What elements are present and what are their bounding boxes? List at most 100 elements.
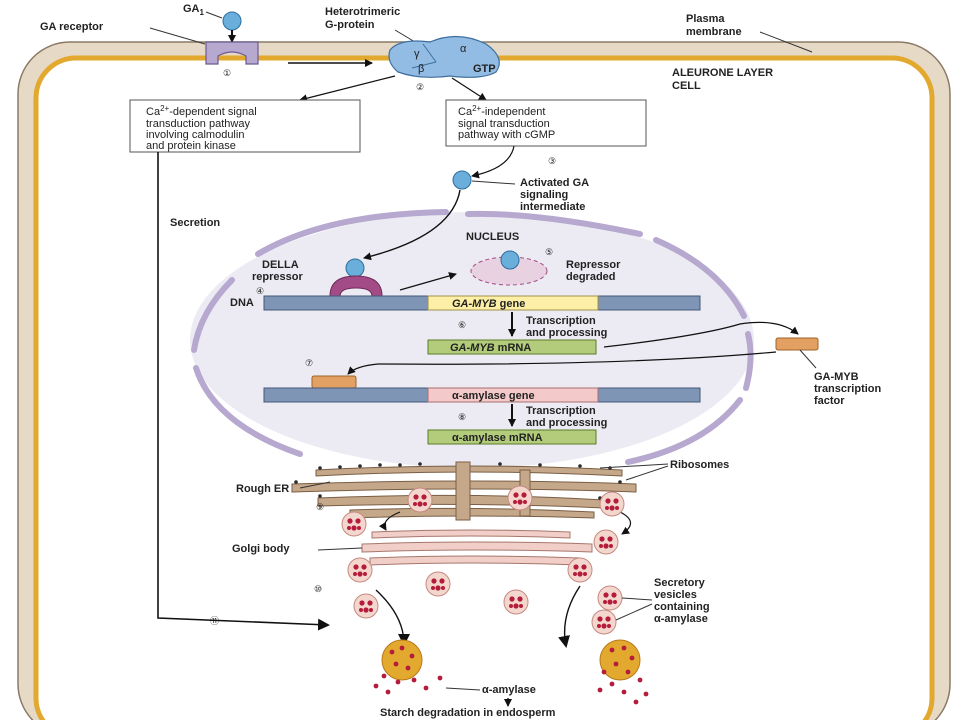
rough-er [291,461,637,521]
gprotein-to-ind-arrow [451,77,487,101]
intermediate-to-della-arrow [363,189,461,261]
ga-receptor [205,41,259,65]
golgi-body [361,529,593,566]
gtp-label: GTP [473,63,496,75]
secretory-label-2: vesicles [654,589,697,601]
step-1: ① [223,68,231,78]
gamyb-transcription-factor [775,337,819,351]
golgi-pointer [317,547,363,551]
alpha-amylase-label: α-amylase [482,684,536,696]
nucleus-label: NUCLEUS [466,231,519,243]
ca-ind-line-2: signal transduction [458,118,550,130]
secretory-label-1: Secretory [654,577,706,589]
gprotein-label-1: Heterotrimeric [325,6,400,18]
ribosomes-pointer-1 [599,463,669,469]
gamyb-tf-label-2: transcription [814,383,882,395]
ga1-label: GA1 [183,3,205,17]
secreted-amylase [373,645,649,705]
step-6: ⑥ [458,320,466,330]
gamyb-tf-label-1: GA-MYB [814,371,859,383]
activated-label-1: Activated GA [520,177,589,189]
secretion-pathway-arrow [157,152,330,631]
repressor-degraded-2: degraded [566,271,616,283]
step-3: ③ [548,156,556,166]
transcription-label-2a: Transcription [526,405,596,417]
ga-on-degraded-repressor [500,250,520,270]
transcription-label-1a: Transcription [526,315,596,327]
plasma-membrane-label-2: membrane [686,26,742,38]
gamyb-gene [427,295,599,311]
amylase-pointer [445,687,481,691]
mrna-to-cytoplasm-arrow [603,321,799,348]
ca-dep-line-2: transduction pathway [146,118,250,130]
gprotein-to-dep-arrow [299,75,396,103]
step-11: ⑪ [210,616,219,626]
step-2: ② [416,82,424,92]
della-label-1: DELLA [262,259,299,271]
aleurone-label-2: CELL [672,80,701,92]
repressor-degraded-1: Repressor [566,259,621,271]
er-to-golgi-arrow-right [619,511,632,535]
amylase-mrna-label: α-amylase mRNA [452,432,543,444]
secretion-arrow-left [375,589,410,646]
vesicle-pointer-2 [615,603,653,621]
intermediate-pointer [471,180,516,185]
activated-label-2: signaling [520,189,568,201]
ga-bound-to-della [345,258,365,278]
plasma-membrane-pointer [759,31,813,53]
gamma-label: γ [414,48,420,60]
ribosomes-pointer-2 [625,465,669,481]
activated-label-3: intermediate [520,201,585,213]
ca-ind-line-1: Ca2+-independent [458,104,545,118]
ga-receptor-label: GA receptor [40,21,104,33]
ca-dep-line-4: and protein kinase [146,140,236,152]
amylase-mrna [427,429,597,445]
amylase-gene [427,387,599,403]
gamyb-mrna [427,339,597,355]
amylase-gene-label: α-amylase gene [452,390,535,402]
secretory-label-3: containing [654,601,710,613]
activated-ga-intermediate [452,170,472,190]
step-10: ⑩ [314,584,322,594]
secretion-arrow-right [558,585,581,648]
transcription-label-1b: and processing [526,327,607,339]
della-to-degraded-arrow [399,272,457,291]
nuclear-envelope [191,209,754,465]
beta-label: β [418,63,424,75]
ga1-molecule [222,11,242,31]
plasma-membrane-label-1: Plasma [686,13,725,25]
er-to-golgi-arrow-left [378,511,401,531]
tf-to-amylase-gene-arrow [347,351,777,375]
alpha-label: α [460,43,467,55]
ca-dep-line-1: Ca2+-dependent signal [146,104,257,118]
rough-er-label: Rough ER [236,483,289,495]
ga-receptor-pointer [149,27,206,45]
tf-bound-to-dna [311,375,357,389]
ca-ind-line-3: pathway with cGMP [458,129,555,141]
ca-dep-line-3: involving calmodulin [146,129,244,141]
step-4: ④ [256,286,264,296]
ribosomes [294,462,622,500]
dna-label: DNA [230,297,254,309]
secretion-label: Secretion [170,217,220,229]
step-5: ⑤ [545,247,553,257]
gamyb-tf-label-3: factor [814,395,845,407]
secretory-label-4: α-amylase [654,613,708,625]
gamyb-mrna-label: GA-MYB mRNA [450,342,531,354]
exocytosis-vesicle-right [599,639,641,681]
step-7: ⑦ [305,358,313,368]
starch-label: Starch degradation in endosperm [380,707,556,719]
ga1-pointer-line [205,11,223,19]
ind-to-intermediate-arrow [471,145,515,179]
ca-dependent-pathway-box [129,99,361,153]
aleurone-label-1: ALEURONE LAYER [672,67,773,79]
vesicle-pointer-1 [621,597,653,601]
rough-er-pointer [299,481,331,489]
gprotein-label-2: G-protein [325,19,375,31]
step-9: ⑨ [316,502,324,512]
gprotein-pointer [394,29,416,43]
ca-independent-pathway-box [445,99,647,147]
golgi-label: Golgi body [232,543,290,555]
g-protein-divider [411,43,437,69]
